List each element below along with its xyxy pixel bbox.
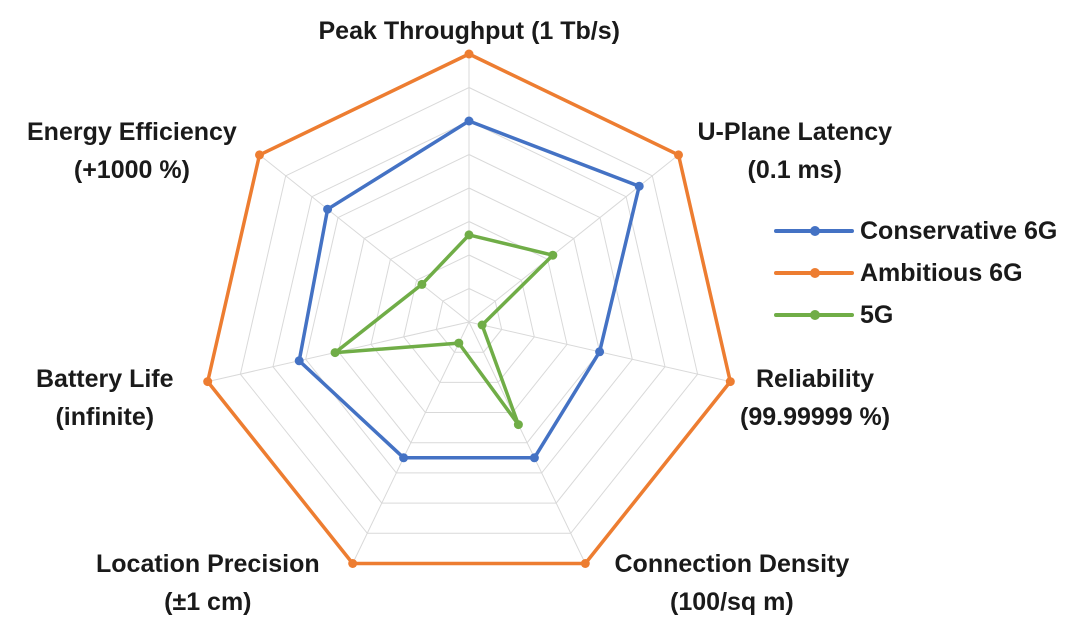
grid-ring — [305, 153, 633, 474]
legend-label-ambitious-6g: Ambitious 6G — [860, 258, 1023, 287]
series-conservative-6g — [294, 116, 644, 463]
data-point-5g — [477, 320, 487, 330]
series-line-5g — [333, 233, 555, 427]
grid-ring — [239, 86, 699, 534]
axis-title: Battery Life — [36, 365, 174, 393]
legend-label-conservative-6g: Conservative 6G — [860, 216, 1058, 245]
legend-label-5g: 5G — [860, 300, 894, 329]
data-point-5g — [548, 250, 558, 260]
axis-title: U-Plane Latency — [697, 118, 893, 146]
legend-item-conservative-6g: Conservative 6G — [770, 210, 1057, 252]
axis-subtitle: (0.1 ms) — [747, 156, 842, 184]
series-5g — [330, 230, 558, 430]
axis-title: Reliability — [756, 365, 875, 393]
axis-label-connection-density: Connection Density (100/sq m) — [615, 545, 850, 621]
axis-title: Peak Throughput — [318, 17, 525, 45]
data-point-ambitious-6g — [464, 49, 474, 59]
grid-ring — [272, 120, 666, 504]
data-point-ambitious-6g — [674, 150, 683, 160]
series-ambitious-6g — [203, 49, 735, 568]
axis-title: Location Precision — [96, 550, 320, 578]
data-point-conservative-6g — [399, 453, 409, 463]
radar-grid — [207, 53, 731, 564]
grid-ring — [435, 287, 503, 353]
data-point-ambitious-6g — [255, 150, 264, 160]
data-point-ambitious-6g — [725, 377, 735, 387]
axis-label-u-plane-latency: U-Plane Latency (0.1 ms) — [698, 113, 893, 189]
axis-subtitle: (infinite) — [55, 403, 155, 431]
data-point-conservative-6g — [464, 116, 474, 126]
axis-label-battery-life: Battery Life (infinite) — [36, 360, 174, 436]
grid-spoke — [352, 321, 470, 564]
axis-title: Connection Density — [614, 550, 850, 578]
legend-swatch-conservative-6g — [770, 221, 860, 241]
data-point-ambitious-6g — [348, 559, 358, 568]
series-line-ambitious-6g — [205, 52, 733, 566]
series-layer — [203, 49, 735, 568]
axis-subtitle: (99.99999 %) — [740, 403, 891, 431]
axis-subtitle: (±1 cm) — [164, 588, 252, 616]
legend-item-ambitious-6g: Ambitious 6G — [770, 252, 1057, 294]
data-point-5g — [454, 338, 464, 348]
axis-label-reliability: Reliability (99.99999 %) — [740, 360, 890, 436]
data-point-conservative-6g — [595, 347, 605, 357]
axis-label-peak-throughput: Peak Throughput(1 Tb/s) — [319, 12, 620, 50]
axis-label-location-precision: Location Precision (±1 cm) — [96, 545, 320, 621]
data-point-5g — [330, 348, 340, 358]
legend-swatch-5g — [770, 305, 860, 325]
data-point-conservative-6g — [294, 356, 304, 366]
grid-spoke — [259, 154, 470, 323]
data-point-5g — [464, 230, 474, 240]
data-point-5g — [513, 420, 523, 430]
axis-subtitle: (1 Tb/s) — [531, 17, 620, 45]
data-point-ambitious-6g — [203, 377, 213, 387]
data-point-conservative-6g — [323, 204, 333, 214]
data-point-conservative-6g — [634, 181, 644, 191]
data-point-conservative-6g — [529, 453, 539, 463]
grid-spoke — [468, 154, 679, 323]
legend-item-5g: 5G — [770, 294, 1057, 336]
series-line-conservative-6g — [297, 119, 641, 460]
grid-ring — [337, 187, 601, 444]
data-point-ambitious-6g — [580, 559, 590, 568]
grid-ring — [370, 220, 568, 413]
data-point-5g — [417, 279, 427, 289]
axis-title: Energy Efficiency — [27, 118, 237, 146]
axis-subtitle: (+1000 %) — [73, 156, 190, 184]
grid-spoke — [468, 321, 586, 564]
axis-label-energy-efficiency: Energy Efficiency (+1000 %) — [27, 113, 237, 189]
axis-subtitle: (100/sq m) — [670, 588, 794, 616]
legend: Conservative 6G Ambitious 6G 5G — [770, 210, 1057, 336]
legend-swatch-ambitious-6g — [770, 263, 860, 283]
